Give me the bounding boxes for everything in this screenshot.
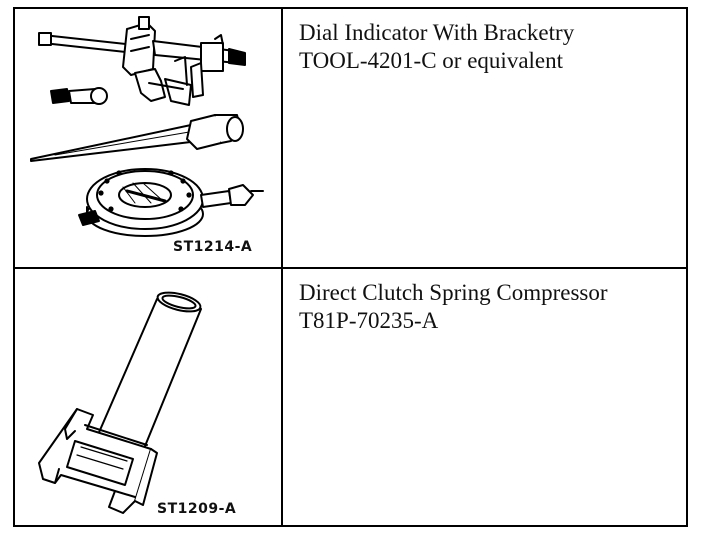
reference-code-label: ST1214-A xyxy=(173,239,253,255)
tool-image-cell: ST1209-A xyxy=(15,269,283,525)
tool-name: Dial Indicator With Bracketry xyxy=(299,20,575,45)
dial-indicator-illustration xyxy=(15,9,279,267)
tool-name: Direct Clutch Spring Compressor xyxy=(299,280,608,305)
tool-number: TOOL-4201-C or equivalent xyxy=(299,48,564,73)
tool-image-cell: ST1214-A xyxy=(15,9,283,267)
tool-row-dial-indicator: ST1214-A Dial Indicator With Bracketry T… xyxy=(15,9,686,269)
tool-description-cell: Dial Indicator With Bracketry TOOL-4201-… xyxy=(283,9,686,267)
tool-description-cell: Direct Clutch Spring Compressor T81P-702… xyxy=(283,269,686,525)
tool-row-spring-compressor: ST1209-A Direct Clutch Spring Compressor… xyxy=(15,269,686,525)
tool-table: ST1214-A Dial Indicator With Bracketry T… xyxy=(13,7,688,527)
tool-number: T81P-70235-A xyxy=(299,308,439,333)
spring-compressor-illustration xyxy=(15,269,279,523)
reference-code-label: ST1209-A xyxy=(157,501,237,517)
